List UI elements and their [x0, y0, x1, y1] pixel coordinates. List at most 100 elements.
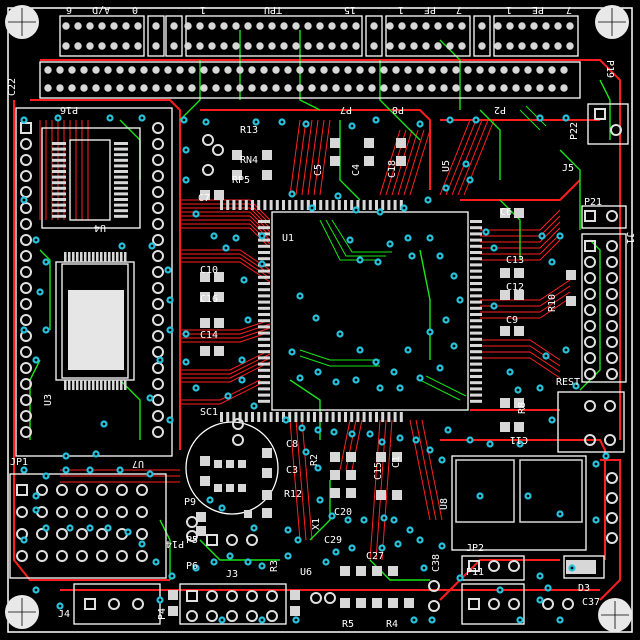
th-pad: [20, 170, 32, 182]
u1-pin: [258, 375, 270, 378]
u1-pin: [470, 244, 482, 248]
u1-pin: [220, 200, 223, 210]
header-pin: [328, 22, 336, 30]
u4-pin: [114, 158, 128, 162]
label-c27: C27: [366, 551, 385, 562]
label-c10: C10: [200, 265, 219, 276]
via-hole: [446, 428, 450, 432]
label-p16: P16: [60, 104, 79, 115]
u3-pin: [92, 252, 95, 262]
via-hole: [478, 494, 482, 498]
u3-pin: [100, 252, 103, 262]
via-hole: [492, 304, 496, 308]
header-pin: [320, 66, 328, 74]
via-hole: [280, 120, 284, 124]
header-pe: [493, 15, 579, 57]
th-pad: [20, 426, 32, 438]
th-pad: [152, 234, 164, 246]
th-pad: [152, 410, 164, 422]
u3-pin: [84, 252, 87, 262]
u1-pin: [294, 200, 298, 210]
via-hole: [430, 618, 434, 622]
u1-pin: [350, 412, 354, 422]
via-hole: [550, 418, 554, 422]
th-pad: [56, 550, 68, 562]
u8-frame: [451, 455, 587, 551]
via-hole: [34, 494, 38, 498]
via-hole: [448, 118, 452, 122]
th-pad: [20, 154, 32, 166]
th-pad: [488, 560, 500, 572]
u1-pin: [399, 200, 403, 210]
th-pad: [606, 352, 618, 364]
th-pad: [226, 610, 238, 622]
via-hole: [354, 378, 358, 382]
label-c8: C8: [286, 439, 299, 450]
header-pin: [74, 22, 82, 30]
via-hole: [154, 560, 158, 564]
u1-pin: [258, 282, 270, 285]
via-hole: [228, 554, 232, 558]
header-pin: [554, 22, 562, 30]
u3-pin: [108, 380, 111, 390]
label-c18: C18: [387, 159, 398, 178]
header-pin: [284, 84, 292, 92]
header-pin: [398, 22, 406, 30]
u1-pin: [393, 412, 397, 422]
label-p22: P22: [569, 121, 580, 140]
header-label-pe1: 1: [506, 4, 513, 15]
th-pad: [246, 534, 258, 546]
via-hole: [22, 328, 26, 332]
u1-pin: [220, 412, 223, 422]
label-c16: C16: [200, 294, 219, 305]
u3-pin: [116, 252, 119, 262]
header-pin: [224, 66, 232, 74]
header-pin: [220, 22, 228, 30]
u1-pin: [470, 220, 482, 223]
u3-pin: [64, 380, 67, 390]
header-pin: [176, 66, 184, 74]
via-hole: [444, 186, 448, 190]
th-pad: [542, 598, 554, 610]
u1-pin: [258, 220, 270, 223]
u1-pin: [470, 344, 482, 347]
silkscreen: [9, 15, 629, 625]
header-pin: [332, 66, 340, 74]
label-u4: U4: [94, 222, 107, 233]
header-pin: [260, 66, 268, 74]
header-pin: [316, 22, 324, 30]
via-hole: [22, 468, 26, 472]
th-pad: [324, 592, 336, 604]
u1-pin: [470, 275, 482, 279]
th-pad: [584, 210, 596, 222]
header-pin: [116, 66, 124, 74]
u1-pin: [263, 200, 267, 210]
th-pad: [152, 202, 164, 214]
header-pin: [86, 22, 94, 30]
header-pin: [464, 66, 472, 74]
header-pin: [530, 42, 538, 50]
u3-pin: [100, 380, 103, 390]
u1-pin: [313, 412, 316, 422]
label-r2: R2: [309, 453, 320, 466]
via-hole: [224, 246, 228, 250]
u4-pin: [52, 142, 66, 145]
th-pad: [508, 560, 520, 572]
via-hole: [392, 370, 396, 374]
via-hole: [226, 394, 230, 398]
via-hole: [594, 462, 598, 466]
header-pin: [116, 84, 124, 92]
th-pad: [36, 484, 48, 496]
via-hole: [468, 438, 472, 442]
th-pad: [20, 362, 32, 374]
th-pad: [186, 590, 198, 602]
u4-pin: [114, 170, 128, 173]
via-hole: [350, 124, 354, 128]
header-pin: [98, 42, 106, 50]
u1-pin: [470, 325, 482, 329]
header-pin: [248, 66, 256, 74]
header-pin: [104, 84, 112, 92]
header-row2: [39, 61, 581, 99]
via-hole: [378, 210, 382, 214]
header-pin: [356, 66, 364, 74]
